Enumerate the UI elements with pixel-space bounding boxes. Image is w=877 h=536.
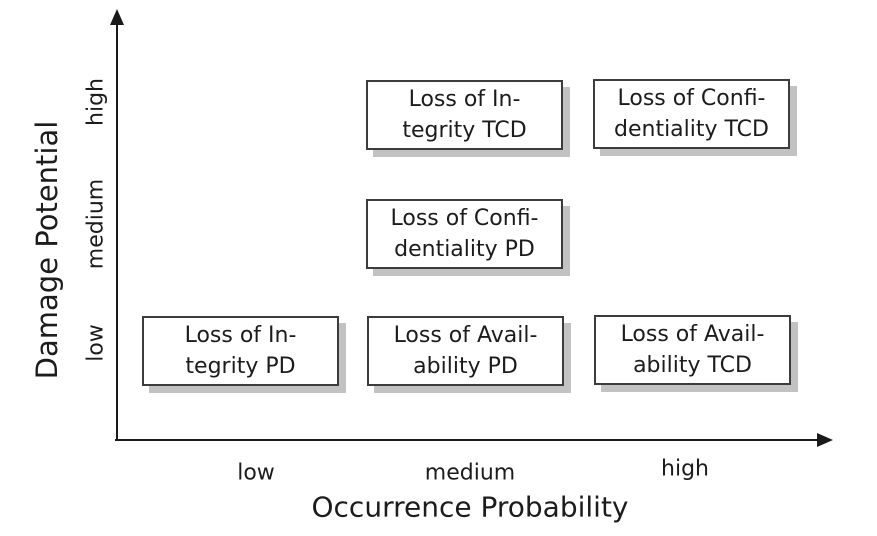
x-tick-high: high — [661, 456, 709, 482]
box-label-line: Loss of Avail- — [620, 322, 765, 347]
y-tick-low: low — [83, 324, 109, 362]
box-label-line: dentiality PD — [394, 237, 535, 262]
box-label-line: Loss of In- — [408, 87, 521, 112]
x-axis-title: Occurrence Probability — [311, 490, 629, 524]
y-tick-medium: medium — [83, 178, 109, 270]
matrix-box-loss-of-integrity-pd: Loss of In- tegrity PD — [142, 316, 339, 386]
box-label-line: tegrity PD — [185, 354, 296, 379]
box-label-line: Loss of Confi- — [617, 86, 766, 111]
y-axis-title: Damage Potential — [30, 120, 64, 380]
matrix-box-loss-of-availability-pd: Loss of Avail- ability PD — [367, 316, 564, 386]
x-tick-medium: medium — [424, 460, 516, 486]
box-label-line: Loss of Avail- — [393, 323, 538, 348]
matrix-box-loss-of-confidentiality-tcd: Loss of Confi- dentiality TCD — [593, 79, 790, 149]
box-label-line: Loss of Confi- — [390, 206, 539, 231]
box-label-line: ability PD — [413, 354, 518, 379]
matrix-box-loss-of-confidentiality-pd: Loss of Confi- dentiality PD — [366, 199, 563, 269]
y-tick-high: high — [83, 78, 109, 126]
box-label-line: dentiality TCD — [614, 117, 769, 142]
y-axis-line — [116, 20, 118, 441]
box-label-line: ability TCD — [633, 353, 752, 378]
box-label-line: tegrity TCD — [402, 118, 527, 143]
x-tick-low: low — [237, 460, 275, 486]
matrix-box-loss-of-integrity-tcd: Loss of In- tegrity TCD — [366, 80, 563, 150]
y-axis-arrowhead-icon — [110, 9, 124, 25]
matrix-box-loss-of-availability-tcd: Loss of Avail- ability TCD — [594, 315, 791, 385]
x-axis-line — [115, 439, 823, 441]
box-label-line: Loss of In- — [184, 323, 297, 348]
x-axis-arrowhead-icon — [817, 433, 833, 447]
